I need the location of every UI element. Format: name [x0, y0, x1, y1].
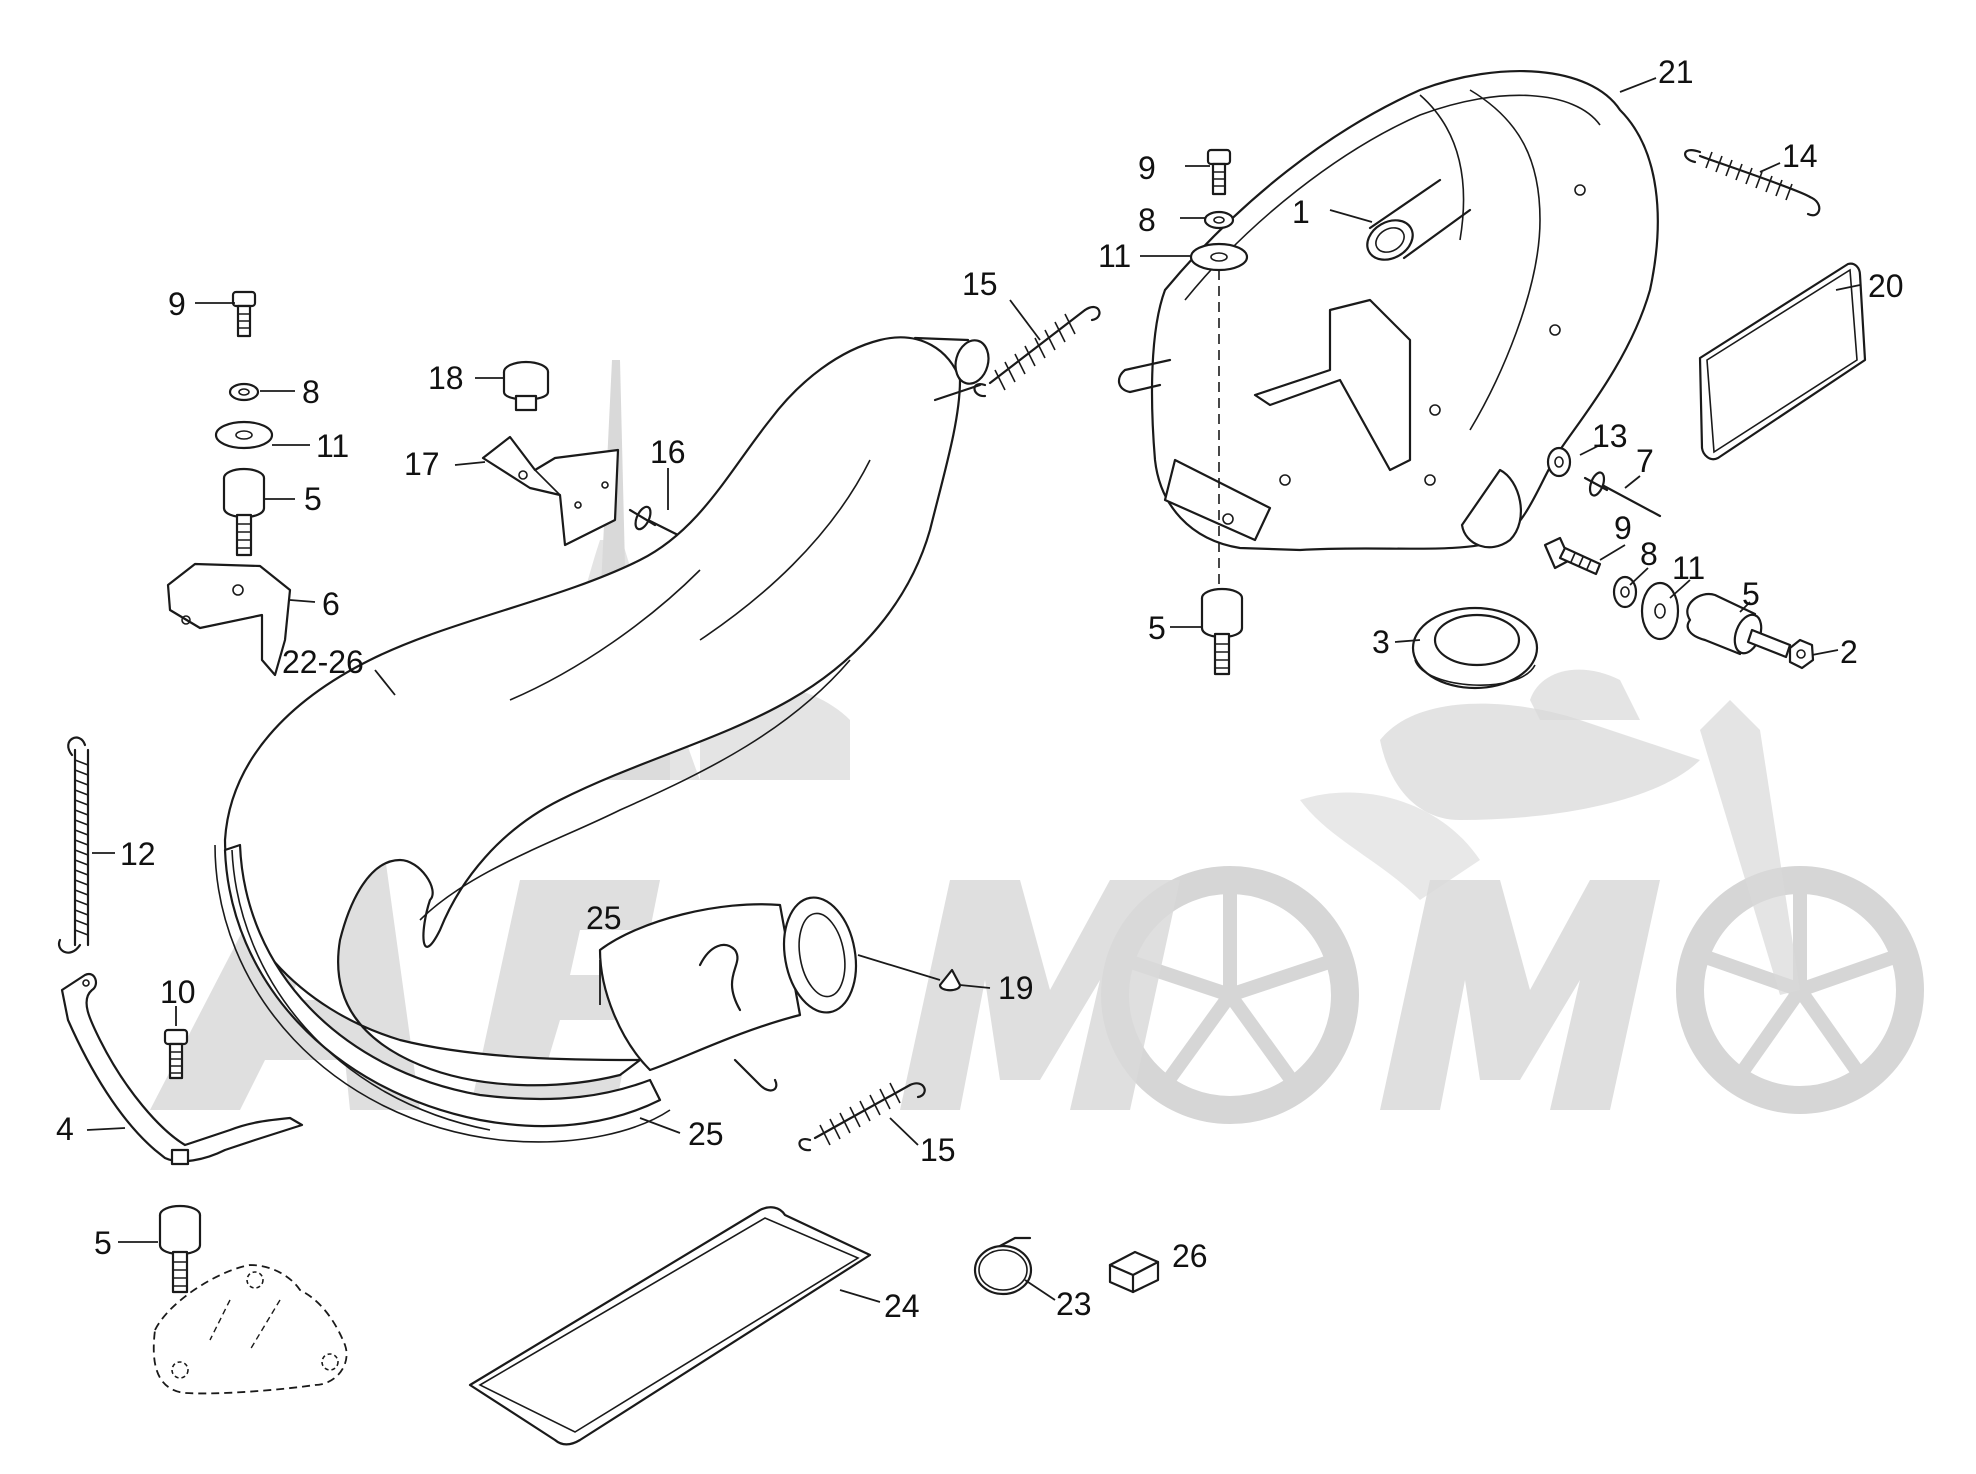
callout-13: 13 [1592, 418, 1628, 454]
callout-9-top: 9 [1138, 150, 1156, 186]
callout-9-left: 9 [168, 286, 186, 322]
bolt-9-left [231, 290, 257, 338]
callout-22-26: 22-26 [282, 644, 364, 680]
callout-8-right: 8 [1640, 536, 1658, 572]
bolt-9-top [1206, 148, 1232, 196]
bracket-17 [481, 435, 620, 547]
leader-lines [86, 77, 1861, 1303]
bolt-9-right [1543, 536, 1602, 576]
callout-10: 10 [160, 974, 196, 1010]
washer-8-top [1203, 210, 1235, 230]
callout-5-housing: 5 [1148, 610, 1166, 646]
clamp-4 [60, 972, 304, 1166]
callout-23: 23 [1056, 1286, 1092, 1322]
washer-13 [1546, 446, 1572, 478]
clamp-23 [973, 1236, 1033, 1296]
heat-shield-24 [468, 1206, 872, 1446]
callout-26: 26 [1172, 1238, 1208, 1274]
rivet-7 [1583, 471, 1662, 518]
rubber-mount-5-bottom [158, 1204, 202, 1294]
callout-25-upper: 25 [586, 900, 622, 936]
spring-15-top [973, 305, 1101, 398]
spring-14 [1684, 149, 1821, 217]
callout-12: 12 [120, 836, 156, 872]
washer-8-left [228, 382, 260, 402]
callout-5-right: 5 [1742, 576, 1760, 612]
callout-11-top: 11 [1098, 238, 1132, 274]
spring-15-bottom [798, 1082, 926, 1152]
bracket-6 [166, 562, 292, 677]
nut-2 [1788, 638, 1815, 670]
callout-11-right: 11 [1672, 550, 1706, 586]
washer-11-left [214, 420, 274, 450]
callout-14: 14 [1782, 138, 1818, 174]
rubber-mount-5-left [222, 467, 266, 557]
filter-panel-20 [1698, 262, 1867, 461]
callout-17: 17 [404, 446, 440, 482]
bolt-10 [163, 1028, 189, 1080]
callout-19: 19 [998, 970, 1034, 1006]
callout-25-lower: 25 [688, 1116, 724, 1152]
washer-11-right [1640, 581, 1680, 641]
callout-18: 18 [428, 360, 464, 396]
callout-16: 16 [650, 434, 686, 470]
rubber-mount-5-right [1686, 592, 1792, 659]
callout-9-right: 9 [1614, 510, 1632, 546]
rivet-16 [628, 505, 690, 542]
callout-8-top: 8 [1138, 202, 1156, 238]
callout-2: 2 [1840, 634, 1858, 670]
callout-15-top: 15 [962, 266, 998, 302]
cap-18 [502, 360, 550, 412]
callout-24: 24 [884, 1288, 920, 1324]
housing-assembly [1117, 70, 1659, 552]
callout-3: 3 [1372, 624, 1390, 660]
watermark [150, 360, 1924, 1124]
callout-4: 4 [56, 1111, 74, 1147]
grommet-3 [1411, 606, 1539, 690]
callout-7: 7 [1636, 443, 1654, 479]
washer-11-top [1189, 242, 1249, 272]
callout-1: 1 [1292, 194, 1310, 230]
callout-11-left: 11 [316, 428, 350, 464]
kit-symbol-26 [1108, 1250, 1160, 1294]
callout-5-left: 5 [304, 481, 322, 517]
spring-12 [57, 736, 90, 954]
callout-6: 6 [322, 586, 340, 622]
rubber-mount-5-housing [1200, 587, 1244, 676]
callout-15-bottom: 15 [920, 1132, 956, 1168]
callout-8-left: 8 [302, 374, 320, 410]
callout-5-bottom: 5 [94, 1225, 112, 1261]
callout-20: 20 [1868, 268, 1904, 304]
callout-21: 21 [1658, 54, 1694, 90]
exhaust-pipe [214, 336, 990, 1143]
